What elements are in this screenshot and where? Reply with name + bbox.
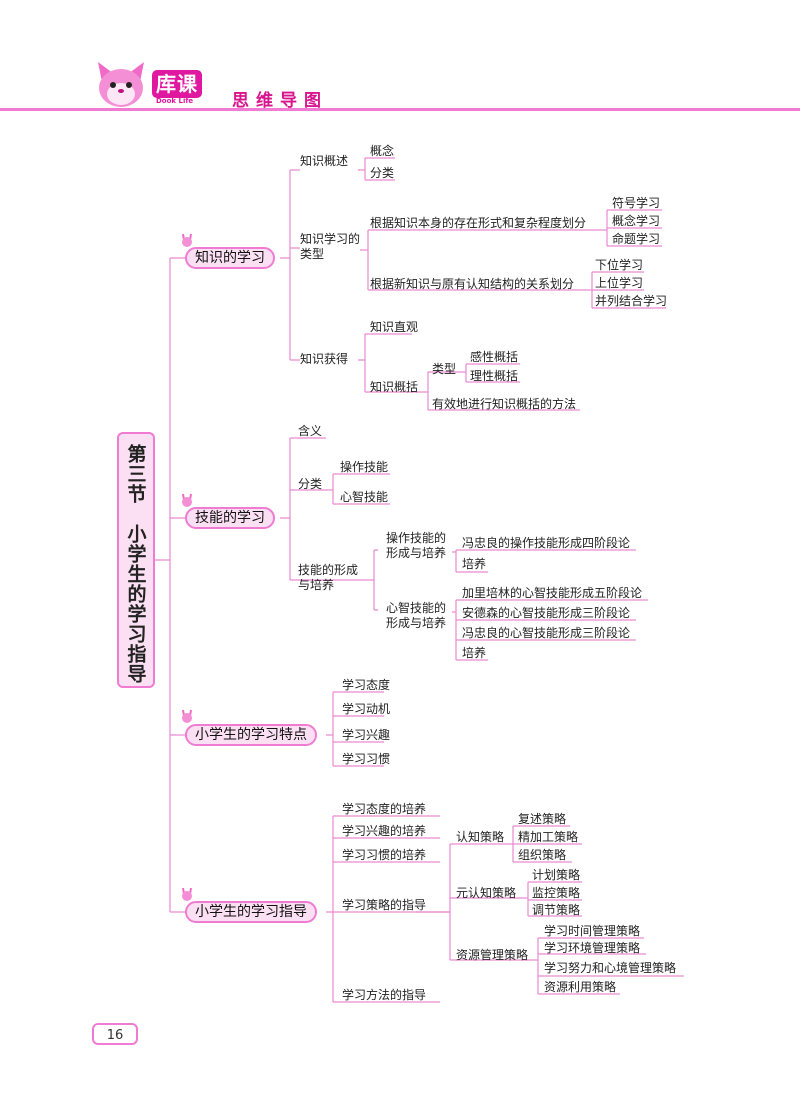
page-header-title: 思维导图: [232, 91, 328, 111]
node-rehearsal-strategy: 复述策略: [518, 812, 567, 826]
node-by-structure: 根据新知识与原有认知结构的关系划分: [370, 277, 575, 291]
branch-learning-guidance: 小学生的学习指导: [185, 901, 317, 923]
mascot-logo-icon: [92, 60, 150, 112]
node-attitude-cultivation: 学习态度的培养: [342, 802, 427, 816]
header-divider: [0, 108, 800, 111]
node-operational-skill: 操作技能: [340, 460, 389, 474]
branch-knowledge-learning: 知识的学习: [185, 247, 275, 269]
node-knowledge-acquisition: 知识获得: [300, 352, 349, 366]
node-symbol-learning: 符号学习: [612, 196, 661, 210]
node-parallel-learning: 并列结合学习: [595, 294, 668, 308]
node-mental-training: 培养: [462, 646, 487, 660]
node-anderson-three-stage: 安德森的心智技能形成三阶段论: [462, 606, 631, 620]
brand-subtitle: Dook Life: [156, 97, 194, 105]
node-operational-skill-formation: 操作技能的形成与培养: [386, 531, 447, 560]
page-number: 16: [92, 1023, 138, 1045]
node-monitoring-strategy: 监控策略: [532, 886, 581, 900]
node-perceptual-generalization: 感性概括: [470, 350, 519, 364]
node-concept: 概念: [370, 144, 395, 158]
bunny-icon: [180, 708, 194, 727]
node-time-management: 学习时间管理策略: [544, 924, 641, 938]
node-organization-strategy: 组织策略: [518, 848, 567, 862]
node-feng-three-stage: 冯忠良的心智技能形成三阶段论: [462, 626, 631, 640]
node-knowledge-types: 知识学习的类型: [300, 232, 361, 261]
node-effort-management: 学习努力和心境管理策略: [544, 961, 677, 975]
node-mental-skill-formation: 心智技能的形成与培养: [386, 601, 447, 630]
node-learning-attitude: 学习态度: [342, 678, 391, 692]
bunny-icon: [180, 886, 194, 905]
node-feng-four-stage: 冯忠良的操作技能形成四阶段论: [462, 536, 631, 550]
node-proposition-learning: 命题学习: [612, 232, 661, 246]
branch-skill-learning: 技能的学习: [185, 507, 275, 529]
bunny-icon: [180, 492, 194, 511]
node-metacognitive-strategy: 元认知策略: [456, 886, 517, 900]
node-strategy-guidance: 学习策略的指导: [342, 898, 427, 912]
node-interest-cultivation: 学习兴趣的培养: [342, 824, 427, 838]
node-skill-formation: 技能的形成与培养: [298, 563, 359, 592]
node-resource-strategy: 资源管理策略: [456, 948, 529, 962]
node-environment-management: 学习环境管理策略: [544, 941, 641, 955]
node-operational-training: 培养: [462, 557, 487, 571]
node-cognitive-strategy: 认知策略: [456, 830, 505, 844]
node-effective-method: 有效地进行知识概括的方法: [432, 397, 577, 411]
brand-logo: 库课: [152, 70, 202, 98]
node-by-form: 根据知识本身的存在形式和复杂程度划分: [370, 216, 587, 230]
root-title: 第三节 小学生的学习指导: [124, 444, 147, 684]
node-galperin-five-stage: 加里培林的心智技能形成五阶段论: [462, 586, 643, 600]
branch-learning-characteristics: 小学生的学习特点: [185, 724, 317, 746]
node-learning-habit: 学习习惯: [342, 752, 391, 766]
node-planning-strategy: 计划策略: [532, 868, 581, 882]
node-knowledge-intuition: 知识直观: [370, 320, 419, 334]
node-resource-use: 资源利用策略: [544, 980, 617, 994]
node-mental-skill: 心智技能: [340, 490, 389, 504]
node-learning-interest: 学习兴趣: [342, 728, 391, 742]
node-regulation-strategy: 调节策略: [532, 903, 581, 917]
node-knowledge-overview: 知识概述: [300, 154, 349, 168]
node-elaboration-strategy: 精加工策略: [518, 830, 579, 844]
node-learning-motivation: 学习动机: [342, 702, 391, 716]
bunny-icon: [180, 232, 194, 251]
node-superordinate-learning: 上位学习: [595, 276, 644, 290]
node-habit-cultivation: 学习习惯的培养: [342, 848, 427, 862]
root-node: 第三节 小学生的学习指导: [117, 432, 155, 688]
node-rational-generalization: 理性概括: [470, 369, 519, 383]
node-concept-learning: 概念学习: [612, 214, 661, 228]
node-classification: 分类: [370, 166, 395, 180]
node-skill-classification: 分类: [298, 477, 323, 491]
node-knowledge-generalization: 知识概括: [370, 380, 419, 394]
node-subordinate-learning: 下位学习: [595, 258, 644, 272]
node-skill-meaning: 含义: [298, 424, 323, 438]
node-method-guidance: 学习方法的指导: [342, 988, 427, 1002]
node-type: 类型: [432, 362, 457, 376]
